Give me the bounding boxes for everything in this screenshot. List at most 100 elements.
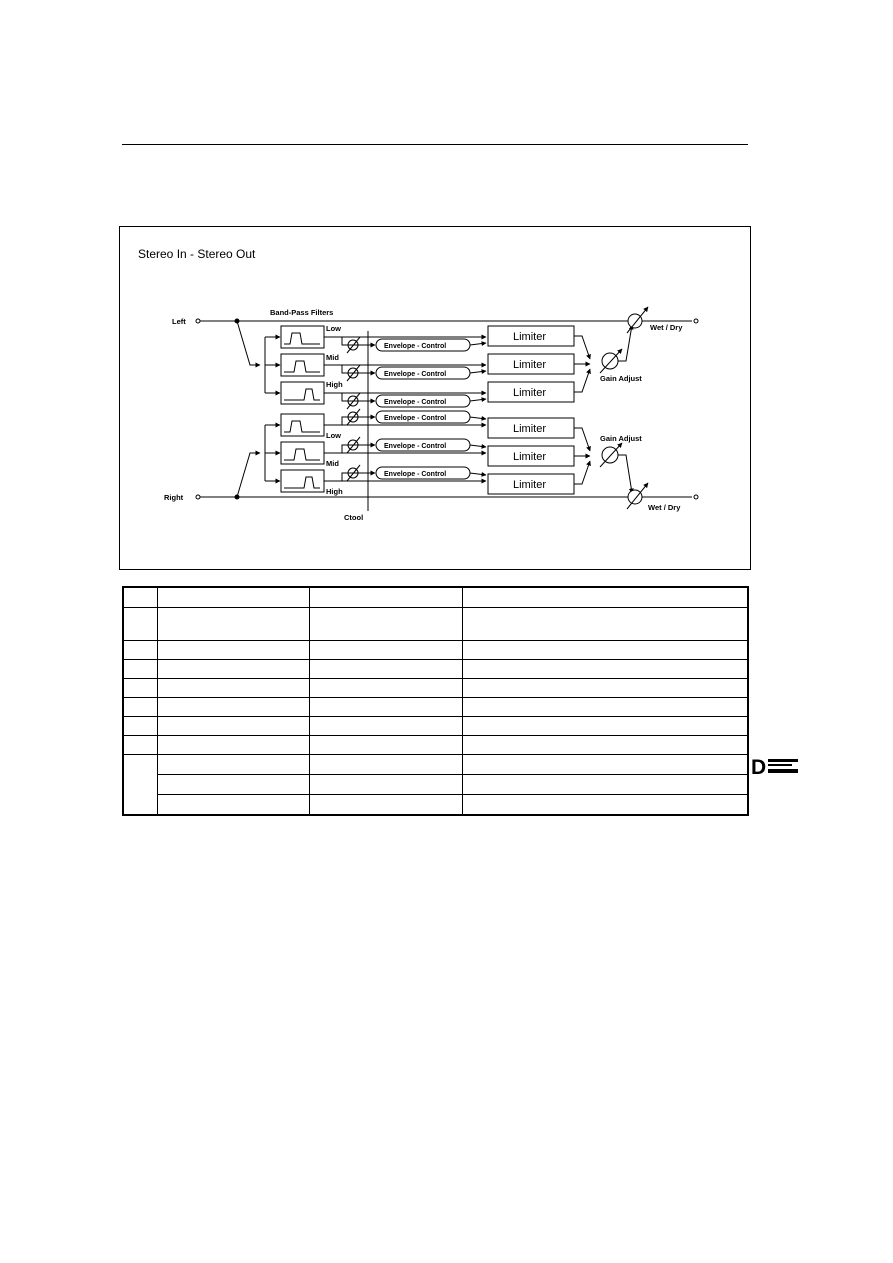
wet-dry-knob-right (627, 489, 643, 505)
label-envelope-control: Envelope - Control (384, 443, 446, 450)
filter-mid-left (280, 353, 325, 377)
table-row (122, 639, 749, 660)
left-input-terminal (195, 318, 201, 324)
table-cell (308, 606, 464, 641)
table-cell (308, 639, 464, 660)
table-cell (462, 754, 749, 776)
label-limiter: Limiter (513, 451, 546, 463)
filter-low-right (280, 413, 325, 437)
table-cell (462, 716, 749, 737)
signal-flow-diagram: Stereo In - Stereo Out (119, 226, 751, 570)
table-cell (122, 677, 159, 698)
table-cell (308, 658, 464, 679)
table-row (122, 716, 749, 737)
band-gain-knob (347, 367, 359, 379)
right-output-terminal (693, 494, 699, 500)
table-row (122, 606, 749, 641)
filter-low-left (280, 325, 325, 349)
table-cell (157, 716, 310, 737)
filter-high-right (280, 469, 325, 493)
label-limiter: Limiter (513, 479, 546, 491)
table-row (122, 658, 749, 679)
label-limiter: Limiter (513, 359, 546, 371)
table-cell (157, 639, 310, 660)
table-cell (308, 794, 464, 816)
logo-mark (768, 764, 792, 766)
label-low: Low (326, 431, 341, 440)
label-limiter: Limiter (513, 387, 546, 399)
table-cell (462, 639, 749, 660)
table-cell (122, 586, 159, 608)
band-gain-knob (347, 439, 359, 451)
table-cell (308, 677, 464, 698)
table-row (122, 677, 749, 698)
table-cell (157, 754, 310, 776)
table-cell (122, 696, 159, 718)
label-low: Low (326, 324, 341, 333)
table-cell (308, 754, 464, 776)
label-envelope-control: Envelope - Control (384, 415, 446, 422)
label-high: High (326, 380, 343, 389)
table-cell (122, 735, 159, 756)
diagram-svg: Left Right Band-Pass Filters Low Mid Hig… (164, 306, 699, 522)
header-rule (122, 144, 748, 145)
label-band-pass-filters: Band-Pass Filters (270, 308, 333, 317)
label-right: Right (164, 493, 184, 502)
label-envelope-control: Envelope - Control (384, 343, 446, 350)
table-cell (462, 735, 749, 756)
table-cell (462, 586, 749, 608)
table-cell (308, 774, 464, 796)
table-row (122, 696, 749, 718)
table-cell (308, 586, 464, 608)
label-limiter: Limiter (513, 331, 546, 343)
table-cell (122, 606, 159, 641)
parameter-table (122, 586, 749, 816)
logo-letter: D (751, 756, 766, 776)
table-cell (157, 696, 310, 718)
logo-mark (768, 759, 798, 762)
label-mid: Mid (326, 459, 339, 468)
label-envelope-control: Envelope - Control (384, 371, 446, 378)
filter-high-left (280, 381, 325, 405)
table-cell (157, 794, 310, 816)
filter-mid-right (280, 441, 325, 465)
table-cell (157, 677, 310, 698)
label-mid: Mid (326, 353, 339, 362)
diagram-title: Stereo In - Stereo Out (138, 247, 256, 261)
logo-mark (768, 769, 798, 773)
label-limiter: Limiter (513, 423, 546, 435)
table-cell (462, 677, 749, 698)
table-cell (122, 754, 159, 816)
band-gain-knob (347, 395, 359, 407)
band-gain-knob (347, 467, 359, 479)
label-wet-dry-right: Wet / Dry (648, 503, 681, 512)
table-cell (308, 716, 464, 737)
table-cell (157, 606, 310, 641)
label-gain-adjust-left: Gain Adjust (600, 374, 642, 383)
label-clock: Ctool (344, 513, 363, 522)
label-wet-dry-left: Wet / Dry (650, 323, 683, 332)
table-cell (157, 774, 310, 796)
table-cell (308, 696, 464, 718)
table-cell (462, 794, 749, 816)
table-cell (122, 639, 159, 660)
table-row (122, 735, 749, 756)
table-cell (462, 774, 749, 796)
wet-dry-knob-left (627, 313, 643, 329)
table-row (122, 586, 749, 608)
table-row (122, 754, 749, 816)
right-input-terminal (195, 494, 201, 500)
table-cell (157, 658, 310, 679)
left-output-terminal (693, 318, 699, 324)
table-cell (157, 586, 310, 608)
label-left: Left (172, 317, 186, 326)
table-cell (462, 606, 749, 641)
table-cell (308, 735, 464, 756)
table-cell (462, 658, 749, 679)
table-cell (462, 696, 749, 718)
label-gain-adjust-right: Gain Adjust (600, 434, 642, 443)
table-row (123, 774, 749, 796)
label-envelope-control: Envelope - Control (384, 471, 446, 478)
table-row (123, 794, 749, 816)
label-envelope-control: Envelope - Control (384, 399, 446, 406)
